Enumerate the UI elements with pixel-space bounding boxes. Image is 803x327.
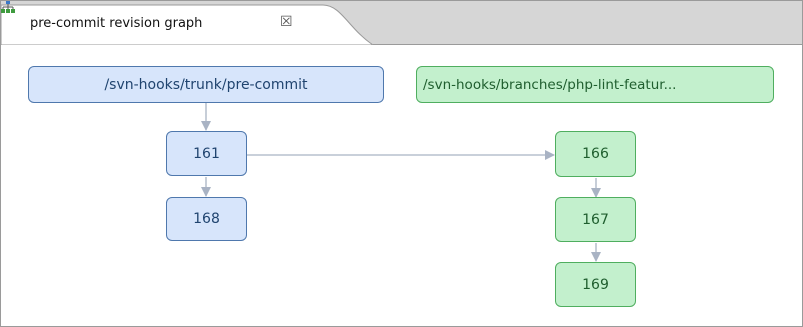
- revision-node-161[interactable]: 161: [166, 131, 247, 176]
- tab-close-icon[interactable]: ☒: [280, 14, 293, 30]
- tab-title[interactable]: pre-commit revision graph: [30, 16, 203, 31]
- revision-node-169[interactable]: 169: [555, 262, 636, 307]
- revision-node-166[interactable]: 166: [555, 131, 636, 177]
- tab-bar: pre-commit revision graph ☒: [1, 1, 802, 45]
- trunk-branch-node[interactable]: /svn-hooks/trunk/pre-commit: [28, 66, 384, 103]
- php-lint-branch-node[interactable]: /svn-hooks/branches/php-lint-featur...: [416, 66, 774, 103]
- graph-edges: [201, 102, 601, 262]
- hierarchy-icon: [1, 1, 15, 13]
- graph-canvas: /svn-hooks/trunk/pre-commit 161 168 /svn…: [1, 45, 802, 326]
- tab-shape: [1, 4, 802, 45]
- revision-node-167[interactable]: 167: [555, 197, 636, 242]
- revision-node-168[interactable]: 168: [166, 197, 247, 241]
